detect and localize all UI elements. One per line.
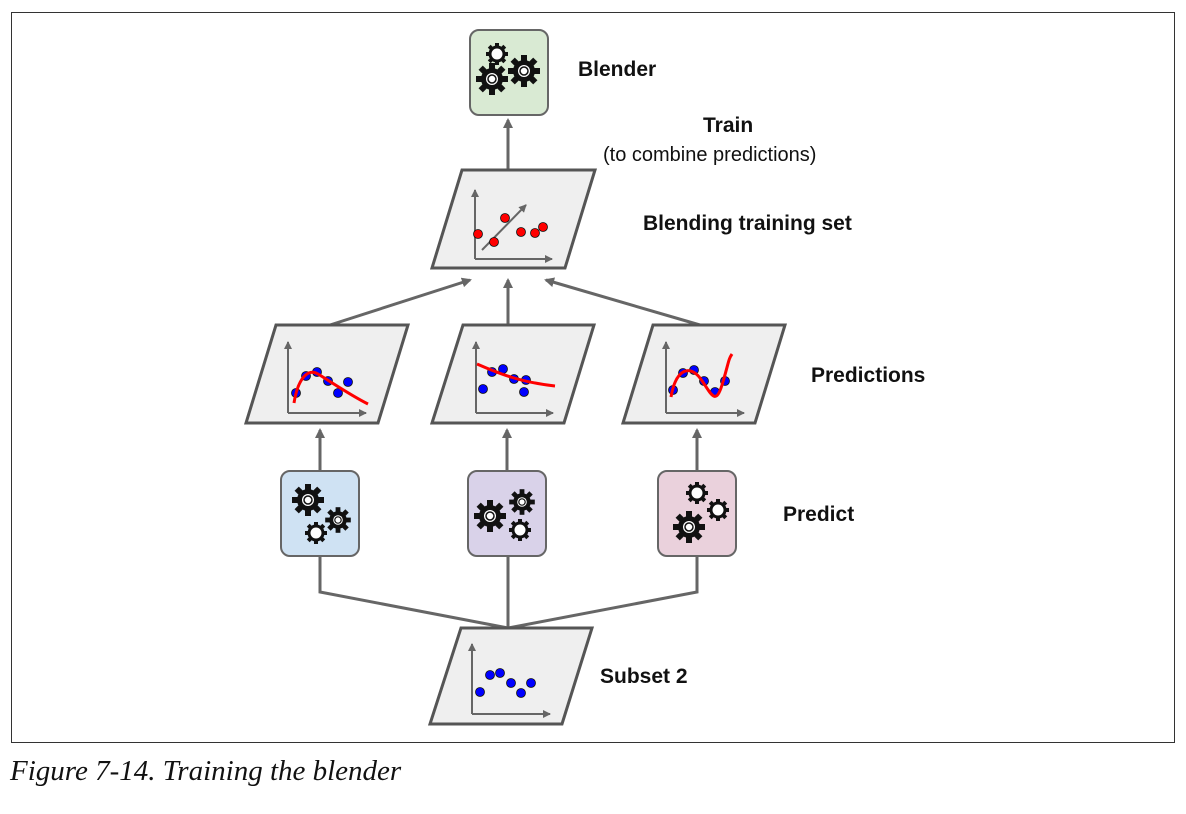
blender-label: Blender [578, 58, 657, 81]
blender-box [469, 29, 549, 116]
predictions-label: Predictions [811, 364, 926, 387]
train-note-label: (to combine predictions) [603, 144, 817, 166]
subset-panel [427, 626, 595, 726]
predictor-box-2 [467, 470, 547, 557]
blending-training-set-panel [429, 168, 598, 270]
predictor-box-3 [657, 470, 737, 557]
prediction-panel-3 [620, 323, 788, 425]
blending-training-set-label: Blending training set [643, 212, 852, 235]
train-label: Train [703, 114, 754, 137]
connectors [315, 118, 702, 630]
figure-caption: Figure 7-14. Training the blender [10, 755, 402, 787]
prediction-panel-1 [243, 323, 411, 425]
prediction-panel-2 [429, 323, 597, 425]
subset-label: Subset 2 [600, 665, 688, 688]
predictor-box-1 [280, 470, 360, 557]
predict-label: Predict [783, 503, 855, 526]
figure-frame [11, 12, 1175, 743]
